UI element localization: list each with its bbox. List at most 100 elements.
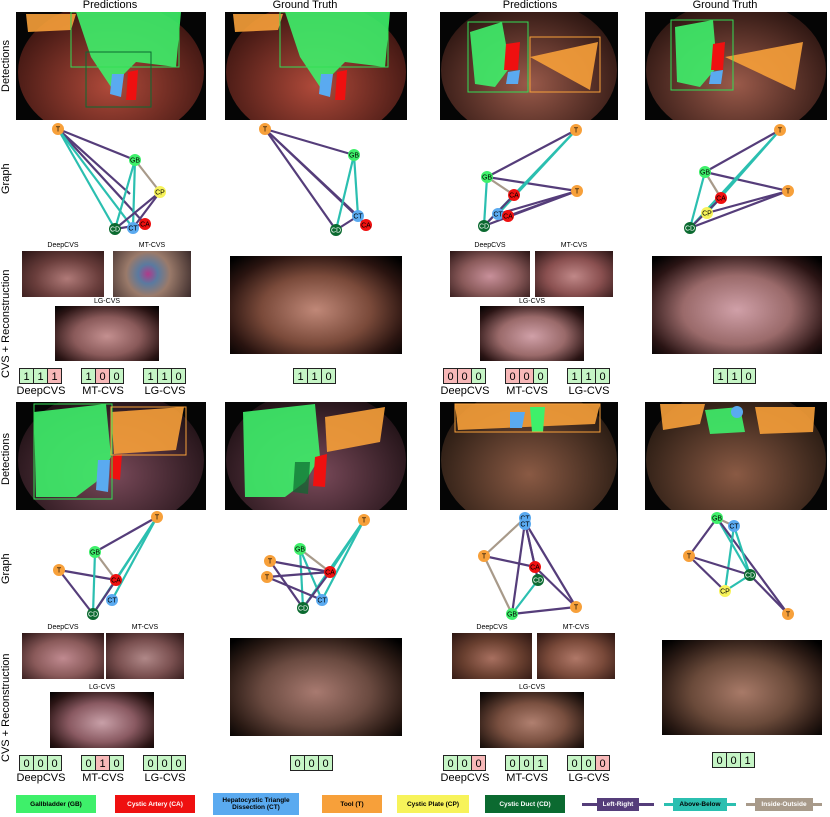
svg-text:GB: GB	[130, 158, 140, 165]
graph-node-ca	[139, 218, 151, 230]
cvs-scores-ground-truth-g1: 1 1 0	[293, 368, 336, 384]
label-deepcvs-p2: DeepCVS	[440, 385, 490, 397]
graph-node-gb	[294, 543, 306, 555]
cvs-bit: 1	[727, 368, 742, 384]
graph-node-gb	[481, 171, 493, 183]
graph-node-ct	[352, 210, 364, 222]
svg-text:CD: CD	[745, 573, 755, 580]
graph-node-ct	[492, 208, 504, 220]
cvs-bit: 0	[109, 368, 124, 384]
legend-hepatocystic-triangle: Hepatocystic Triangle Dissection (CT)	[213, 793, 299, 815]
svg-text:T: T	[574, 605, 579, 612]
cvs-bit: 0	[712, 752, 727, 768]
header-ground-truth-1: Ground Truth	[272, 0, 338, 11]
graph-node-cd	[297, 602, 309, 614]
cvs-bit: 1	[740, 752, 755, 768]
svg-text:T: T	[155, 515, 160, 522]
cvs-bit: 0	[581, 755, 596, 771]
legend-label: Cystic Artery (CA)	[127, 800, 183, 808]
graph-g4: GB CT T CD CP T	[683, 512, 794, 620]
svg-text:T: T	[263, 127, 268, 134]
header-predictions-2: Predictions	[502, 0, 558, 11]
cvs-bit: 1	[567, 368, 582, 384]
detection-image-g2	[645, 12, 827, 120]
cvs-bit: 0	[143, 755, 158, 771]
cvs-bit: 0	[505, 755, 520, 771]
caption-mtcvs-p3: MT-CVS	[131, 624, 159, 631]
legend-label: Tool (T)	[340, 800, 364, 808]
legend-cystic-artery: Cystic Artery (CA)	[115, 795, 195, 813]
cvs-bit: 0	[457, 368, 472, 384]
cvs-bit: 0	[457, 755, 472, 771]
graph-node-ct-2	[519, 518, 531, 530]
cvs-bit: 0	[741, 368, 756, 384]
cvs-bit: 1	[95, 755, 110, 771]
svg-text:CD: CD	[533, 578, 543, 585]
reconstruction-lgcvs-p2	[480, 306, 584, 361]
svg-text:CD: CD	[110, 227, 120, 234]
caption-deepcvs-p2: DeepCVS	[474, 242, 506, 249]
graph-node-t	[52, 123, 64, 135]
row-label-detections-1: Detections	[0, 40, 12, 92]
detection-image-g4	[645, 402, 827, 510]
graph-node-gb	[711, 512, 723, 524]
legend-above-below: Above-Below	[664, 795, 736, 813]
cvs-bit: 0	[519, 755, 534, 771]
graph-p3: T GB T CA CT CD	[53, 511, 163, 620]
row-label-cvs-2: CVS + Reconstruction	[0, 653, 12, 762]
caption-mtcvs-p2: MT-CVS	[560, 242, 588, 249]
cvs-scores-deepcvs-p3: 0 0 0	[19, 755, 62, 771]
cvs-bit: 0	[533, 368, 548, 384]
svg-text:CA: CA	[530, 565, 540, 572]
row-label-detections-2: Detections	[0, 433, 12, 485]
svg-text:CT: CT	[128, 226, 138, 233]
cvs-bit: 0	[47, 755, 62, 771]
graph-node-cp	[701, 207, 713, 219]
cvs-scores-deepcvs-p4: 0 0 0	[443, 755, 486, 771]
reconstruction-ground-truth-g1	[230, 256, 402, 354]
legend-tool: Tool (T)	[322, 795, 382, 813]
caption-lgcvs-p2: LG-CVS	[518, 298, 546, 305]
reconstruction-mtcvs-p3	[106, 633, 184, 679]
cvs-bit: 0	[109, 755, 124, 771]
header-ground-truth-2: Ground Truth	[692, 0, 758, 11]
cvs-scores-lgcvs-p4: 0 0 0	[567, 755, 610, 771]
cvs-bit: 1	[293, 368, 308, 384]
graph-node-cd	[684, 222, 696, 234]
graph-node-t-2	[53, 564, 65, 576]
cvs-bit: 0	[19, 755, 34, 771]
graph-node-gb	[89, 546, 101, 558]
legend-label: Inside-Outside	[755, 797, 813, 811]
cvs-scores-deepcvs-p2: 0 0 0	[443, 368, 486, 384]
graph-node-ca	[110, 574, 122, 586]
graph-node-t-2	[782, 608, 794, 620]
graph-node-t-2	[782, 185, 794, 197]
graph-node-cd	[532, 574, 544, 586]
svg-text:CP: CP	[702, 211, 712, 218]
cvs-bit: 0	[171, 368, 186, 384]
cvs-scores-mtcvs-p2: 0 0 0	[505, 368, 548, 384]
cvs-scores-lgcvs-p1: 1 1 0	[143, 368, 186, 384]
legend-label: Above-Below	[673, 797, 727, 811]
cvs-bit: 1	[157, 368, 172, 384]
graph-node-t-2	[264, 555, 276, 567]
svg-text:CT: CT	[353, 214, 363, 221]
graph-node-ca	[715, 192, 727, 204]
svg-text:CP: CP	[155, 190, 165, 197]
svg-text:CD: CD	[685, 226, 695, 233]
graph-p4: CT CT T CA CD T GB	[478, 512, 582, 620]
graph-node-t	[683, 550, 695, 562]
caption-lgcvs-p3: LG-CVS	[88, 684, 116, 691]
label-mtcvs-p2: MT-CVS	[506, 385, 548, 397]
svg-text:GB: GB	[507, 612, 517, 619]
graph-node-cp	[719, 585, 731, 597]
reconstruction-ground-truth-g4	[662, 640, 822, 735]
graph-node-ca	[508, 189, 520, 201]
detection-image-p2	[440, 12, 618, 120]
cvs-scores-deepcvs-p1: 1 1 1	[19, 368, 62, 384]
reconstruction-deepcvs-p2	[450, 251, 530, 297]
graph-node-cd	[744, 569, 756, 581]
cvs-scores-mtcvs-p3: 0 1 0	[81, 755, 124, 771]
detection-image-p4	[440, 402, 618, 510]
svg-text:T: T	[56, 127, 61, 134]
